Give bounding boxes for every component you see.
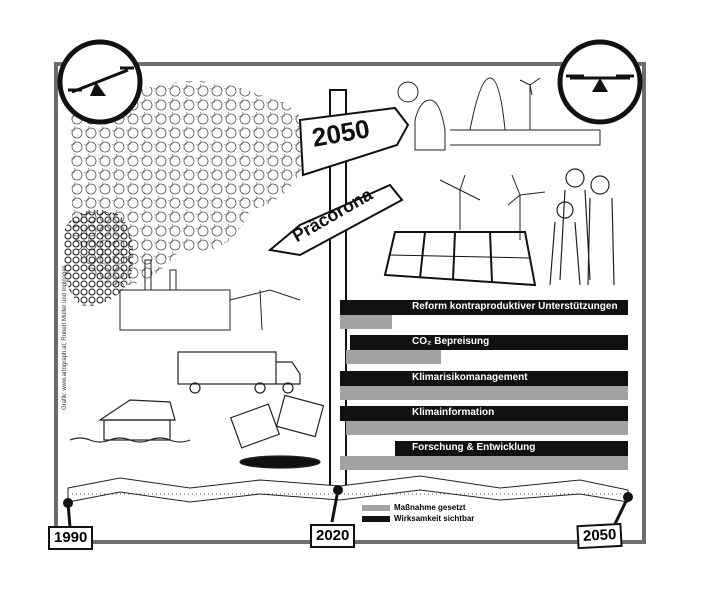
oil-barrels-sketch <box>229 394 325 469</box>
timeline-dot-2050 <box>623 492 633 502</box>
year-2020: 2020 <box>310 524 356 548</box>
truck-sketch <box>177 351 301 394</box>
measure-bar <box>340 315 392 329</box>
factory-sketch <box>119 259 301 331</box>
future-city-sketch <box>397 77 601 151</box>
effect-bar <box>340 300 628 315</box>
sign-2050-board <box>298 106 410 177</box>
dark-smoke-cloud <box>64 210 134 306</box>
measure-label: Reform kontraproduktiver Unterstützungen <box>412 301 618 312</box>
effect-bar <box>350 335 628 350</box>
people-sketch <box>549 168 615 286</box>
measure-bar <box>340 386 628 400</box>
wind-turbines-sketch <box>439 174 546 240</box>
year-1990: 1990 <box>48 526 94 550</box>
unbalanced-scale-icon <box>57 39 143 125</box>
measure-bar <box>340 456 628 470</box>
timeline-dot-1990 <box>63 498 73 508</box>
flooded-house-sketch <box>69 399 191 443</box>
measure-label: Forschung & Entwicklung <box>412 442 536 453</box>
measure-label: Klimainformation <box>412 407 495 418</box>
legend-effect: Wirksamkeit sichtbar <box>362 514 474 524</box>
effect-bar <box>340 406 628 421</box>
measure-label: Klimarisikomanagement <box>412 372 528 383</box>
measure-bar <box>345 350 441 364</box>
timeline-dot-2020 <box>333 485 343 495</box>
image-credit: Grafik: www.artograph.at, Robert Müller … <box>62 265 68 410</box>
measure-bar <box>345 421 628 435</box>
effect-bar <box>394 441 628 456</box>
timeline-ribbon <box>67 475 629 503</box>
effect-bar <box>340 371 628 386</box>
legend-swatch-effect <box>362 516 390 522</box>
legend-swatch-measure <box>362 505 390 511</box>
balanced-scale-icon <box>557 39 643 125</box>
sign-precorona-board <box>267 183 404 257</box>
solar-panels-sketch <box>383 231 537 287</box>
measure-label: CO₂ Bepreisung <box>412 336 490 347</box>
year-2050: 2050 <box>576 522 623 550</box>
legend-measure: Maßnahme gesetzt <box>362 503 466 513</box>
